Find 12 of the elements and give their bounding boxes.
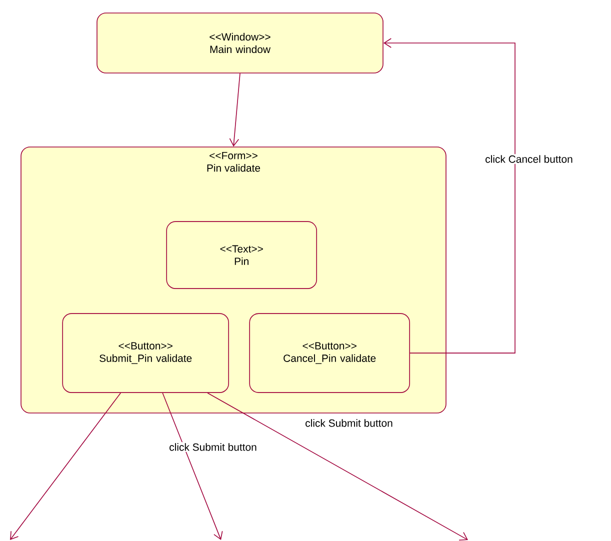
- arrow: [207, 392, 468, 540]
- arrow: [10, 392, 121, 540]
- edge-label: click Submit button: [304, 418, 394, 428]
- element-box: <<Window>> Main window: [96, 12, 384, 74]
- edge-label: click Cancel button: [484, 154, 574, 164]
- arrow: [162, 392, 223, 540]
- arrow: [229, 72, 240, 147]
- element-box: <<Button>> Submit_Pin validate: [62, 313, 229, 393]
- edge-label: click Submit button: [168, 442, 258, 452]
- element-box: <<Button>> Cancel_Pin validate: [249, 313, 410, 393]
- arrow: [383, 38, 516, 354]
- element-box: <<Text>> Pin: [166, 221, 317, 289]
